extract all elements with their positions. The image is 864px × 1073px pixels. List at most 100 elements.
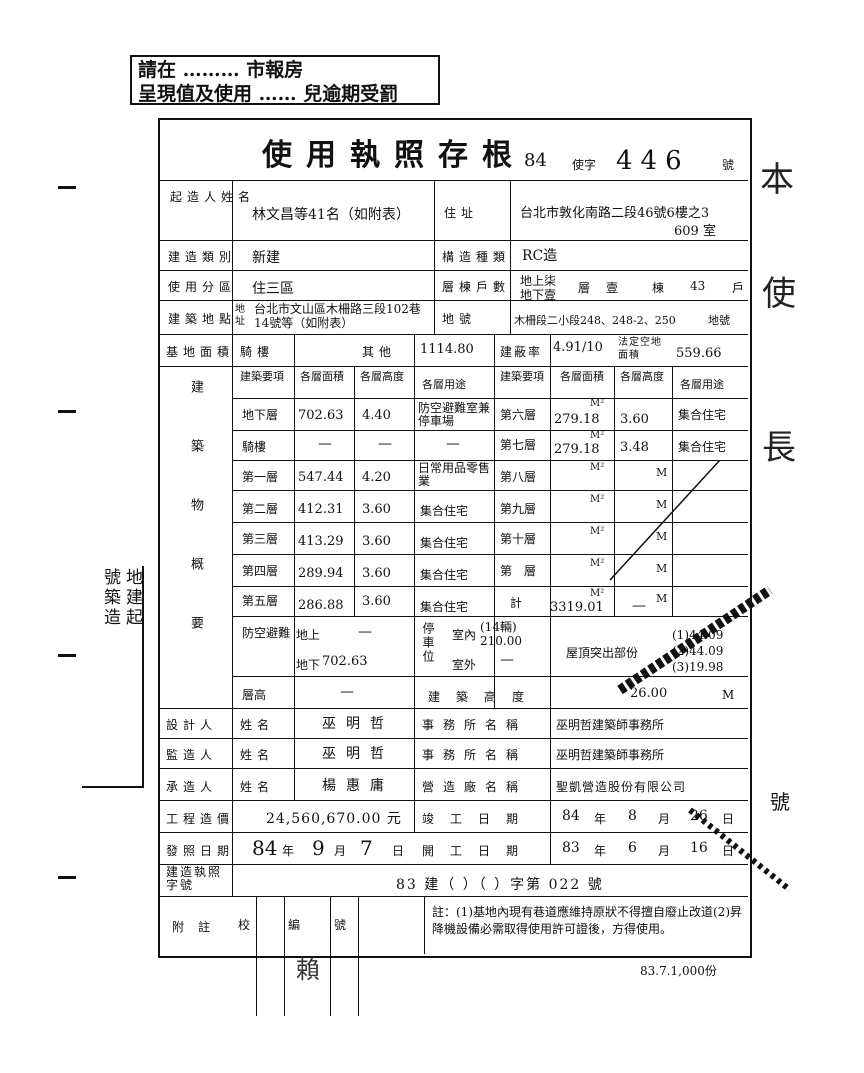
header-area-left: 各層面積 [300, 370, 344, 383]
civil-defense-above: 地上 [296, 628, 321, 642]
header-use-right: 各層用途 [680, 378, 724, 391]
margin-dash-mark [58, 410, 76, 413]
issue-label: 發照日期 [166, 844, 235, 858]
left-row-use-4: 集合住宅 [420, 536, 469, 550]
approval-hao: 號 [334, 918, 347, 932]
cost-value: 24,560,670.00 元 [266, 811, 402, 827]
completion-label: 竣工日期 [422, 812, 535, 826]
left-row-item-1: 騎樓 [242, 440, 267, 454]
right-row-area-6: 3319.01 [550, 600, 604, 615]
document-title: 使用執照存根 [262, 138, 526, 173]
address-unit: 609 室 [674, 224, 716, 239]
stamp-line-2: 呈現值及使用 …… 兒逾期受罰 [138, 83, 399, 105]
zoning-label: 使用分區 [168, 280, 237, 294]
completion-yue: 月 [658, 812, 671, 826]
margin-annotation-box [82, 566, 144, 788]
unit-m: M [656, 466, 668, 479]
right-row-area-0: 279.18 [554, 412, 600, 427]
stamp-line-1: 請在 ……… 市報房 [138, 59, 304, 81]
start-label: 開工日期 [422, 844, 535, 858]
civil-defense-above-value: — [358, 624, 372, 640]
right-row-item-5: 第 層 [500, 564, 537, 578]
structure-value: RC造 [522, 248, 558, 264]
notes-label: 附註 [172, 920, 225, 934]
left-row-area-1: — [318, 436, 332, 452]
unit-m2: M² [590, 526, 605, 537]
civil-defense-below-value: 702.63 [322, 654, 368, 669]
right-row-item-3: 第九層 [500, 502, 537, 516]
header-area-right: 各層面積 [560, 370, 604, 383]
supervisor-office: 巫明哲建築師事務所 [556, 748, 665, 762]
issue-yue: 月 [334, 844, 347, 858]
left-row-height-6: 3.60 [362, 594, 391, 609]
left-row-item-5: 第四層 [242, 564, 279, 578]
parking-outdoor-value: — [500, 652, 514, 668]
floors-dong: 棟 [652, 281, 665, 295]
building-height-label: 建築高度 [428, 690, 541, 704]
civil-defense-below: 地下 [296, 658, 321, 672]
start-yue: 月 [658, 844, 671, 858]
designer-name-label: 姓名 [240, 718, 275, 732]
margin-dash-mark [58, 186, 76, 189]
unit-m2: M² [590, 430, 605, 441]
parking-indoor-value: (14輛) 210.00 [480, 620, 522, 648]
left-row-area-2: 547.44 [298, 470, 344, 485]
building-summary-label: 建築物概要 [188, 380, 203, 675]
left-row-area-5: 289.94 [298, 566, 344, 581]
applicant-label: 起造人姓名 [170, 190, 256, 204]
designer-role: 設計人 [166, 718, 218, 732]
unit-m: M [656, 592, 668, 605]
left-row-use-2: 日常用品零售業 [418, 461, 491, 488]
unit-m2: M² [590, 588, 605, 599]
build-permit-label: 建造執照字號 [166, 865, 223, 892]
floors-layer: 層 [578, 281, 591, 295]
approval-xiao: 校 [238, 918, 251, 932]
unit-m2: M² [590, 558, 605, 569]
left-row-item-2: 第一層 [242, 470, 279, 484]
issue-ri: 日 [392, 844, 405, 858]
left-row-use-6: 集合住宅 [420, 600, 469, 614]
roof-label: 屋頂突出部份 [566, 646, 639, 660]
other-label: 其他 [362, 345, 397, 359]
header-item-left: 建築要項 [240, 370, 284, 383]
issue-month: 9 [312, 836, 325, 860]
area-label: 基地面積 [166, 345, 235, 359]
margin-right-char-3: 使 [762, 274, 796, 314]
left-row-item-3: 第二層 [242, 502, 279, 516]
permit-document [158, 118, 752, 958]
start-nian: 年 [594, 844, 607, 858]
floors-hu: 戶 [732, 281, 745, 295]
cost-label: 工程造價 [166, 812, 235, 826]
notes-text: 註：(1)基地內現有巷道應維持原狀不得擅自廢止改道(2)昇降機設備必需取得使用許… [432, 905, 742, 936]
legal-open-label: 法定空地面積 [618, 337, 662, 361]
supervisor-office-label: 事務所名稱 [422, 748, 528, 762]
site-value: 台北市文山區木柵路三段102巷14號等（如附表） [254, 302, 421, 330]
void-diagonal-mark [609, 460, 721, 581]
applicant-value: 林文昌等41名（如附表） [252, 207, 410, 223]
floors-label: 層棟戶數 [442, 280, 511, 294]
margin-left-col2: 號築造 [100, 568, 120, 628]
start-month: 6 [628, 840, 637, 856]
left-row-use-3: 集合住宅 [420, 504, 469, 518]
left-row-item-4: 第三層 [242, 532, 279, 546]
unit-m2: M² [590, 398, 605, 409]
approval-bian: 編 [288, 918, 301, 932]
left-row-height-2: 4.20 [362, 470, 391, 485]
print-run: 83.7.1,000份 [640, 964, 717, 978]
address-label: 住址 [444, 206, 479, 220]
left-row-area-6: 286.88 [298, 598, 344, 613]
supervisor-role: 監造人 [166, 748, 218, 762]
unit-m: M [656, 498, 668, 511]
margin-right-hao: 號 [770, 790, 790, 814]
start-year: 83 [562, 840, 580, 856]
right-row-use-1: 集合住宅 [678, 440, 727, 454]
roof-value-3: (3)19.98 [672, 660, 724, 674]
right-row-area-1: 279.18 [554, 442, 600, 457]
header-use-left: 各層用途 [422, 378, 466, 391]
category-value: 新建 [252, 250, 280, 266]
margin-dash-mark [58, 654, 76, 657]
header-height-left: 各層高度 [360, 370, 404, 383]
coverage-value: 4.91/10 [553, 340, 603, 355]
site-label: 建築地點 [168, 312, 237, 326]
parking-label: 停車位 [421, 622, 435, 664]
